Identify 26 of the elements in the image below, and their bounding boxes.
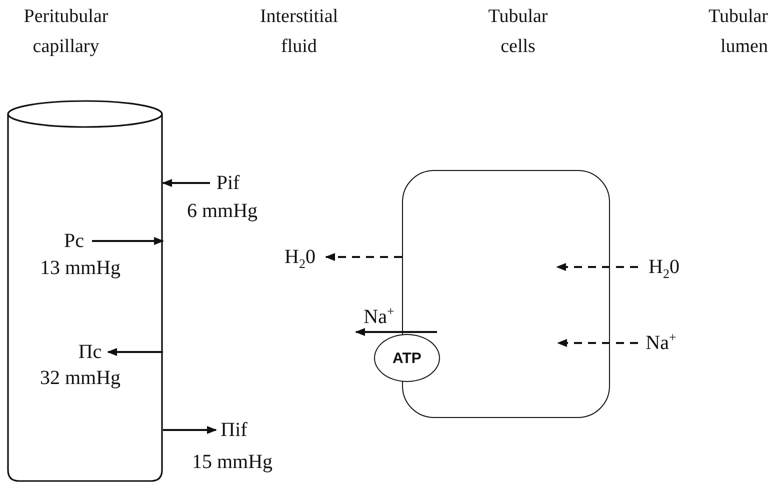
pressure-label: Pif [210, 172, 246, 194]
arrow [556, 263, 638, 271]
arrow [162, 179, 210, 187]
molecule-label: H$_{2}$0 [274, 246, 326, 268]
pressure-value: 15 mmHg [192, 451, 273, 473]
pressure-value: 6 mmHg [187, 200, 258, 222]
arrow [355, 328, 437, 336]
arrow [107, 348, 163, 356]
arrow [163, 426, 217, 434]
pressure-value: 13 mmHg [40, 257, 121, 279]
molecule-label: H$_{2}$0 [638, 256, 690, 278]
column-heading: Peritubular capillary [22, 5, 110, 59]
pressure-label: Πc [72, 341, 108, 363]
capillary-cylinder [7, 100, 163, 482]
arrow [557, 339, 638, 347]
arrow [325, 253, 402, 261]
column-heading: Tubular cells [487, 5, 549, 59]
column-heading: Interstitial fluid [258, 5, 340, 59]
atp-pump-ellipse: ATP [374, 334, 440, 382]
molecule-label: Na$^{+}$ [356, 306, 402, 328]
pressure-label: Πif [216, 419, 252, 441]
molecule-label: Na$^{+}$ [638, 332, 684, 354]
pressure-label: Pc [56, 230, 92, 252]
arrow [92, 237, 164, 245]
column-heading: Tubular lumen [708, 5, 768, 59]
pressure-value: 32 mmHg [40, 367, 121, 389]
